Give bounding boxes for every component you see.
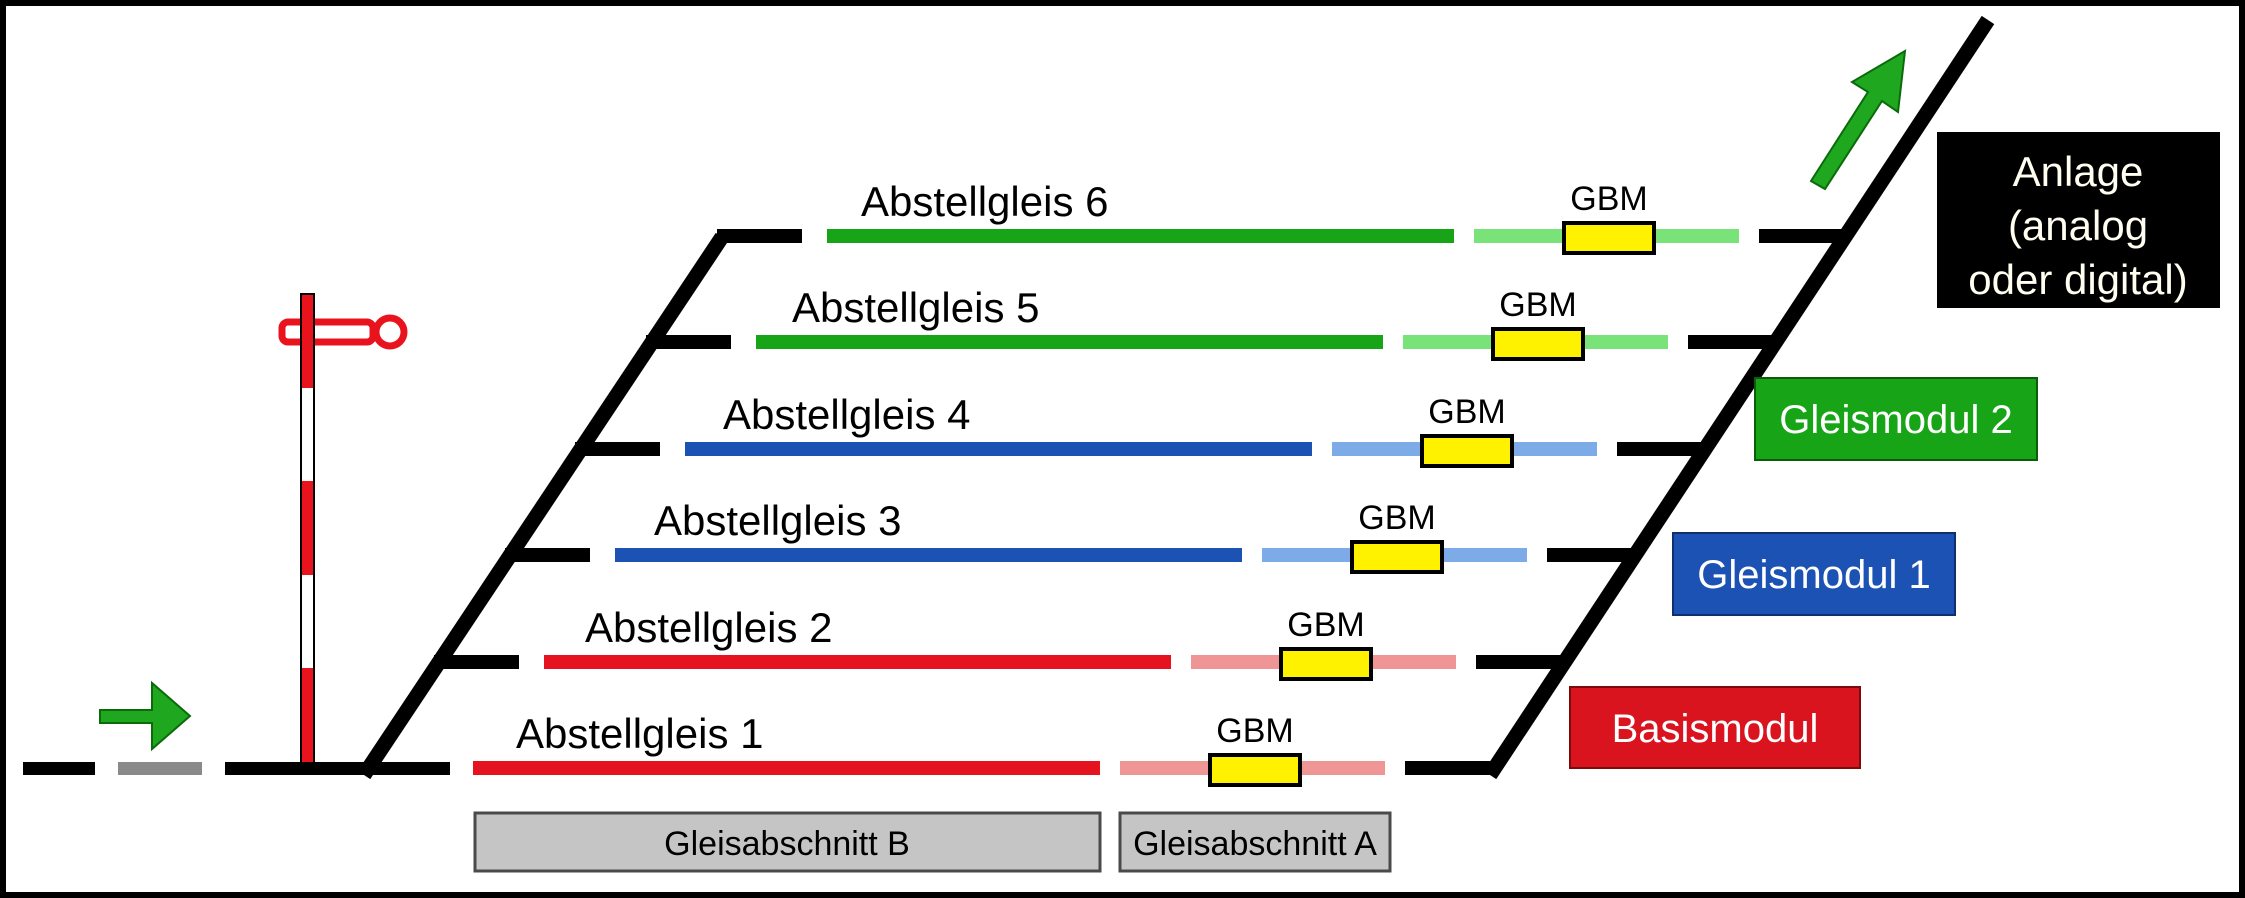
signal-arm: [278, 318, 377, 346]
track-abstellgleis-3: GBM Abstellgleis 3: [505, 497, 1632, 574]
gbm-box: [1491, 327, 1585, 361]
track-main-segment: [473, 761, 1100, 775]
approach-dash-gray: [118, 762, 202, 775]
gleismodul2-label: Gleismodul 2: [1779, 398, 2012, 442]
track-abstellgleis-1: GBM Abstellgleis 1: [473, 710, 1490, 787]
track-main-segment: [827, 229, 1454, 243]
signal-arm-disc: [372, 314, 408, 350]
signal-band-red-bottom: [302, 668, 313, 762]
approach-track: [225, 762, 450, 775]
section-b-label: Gleisabschnitt B: [664, 825, 910, 863]
track-right-stub: [1547, 548, 1632, 562]
track-main-segment: [615, 548, 1242, 562]
basismodul-box: [1569, 686, 1861, 769]
anlage-box: [1937, 132, 2220, 308]
track-right-stub: [1476, 655, 1561, 669]
gbm-box: [1350, 540, 1444, 574]
track-left-stub: [717, 229, 802, 243]
gbm-box: [1208, 753, 1302, 787]
track-label: Abstellgleis 3: [654, 497, 901, 544]
gbm-box: [1420, 434, 1514, 468]
track-label: Abstellgleis 1: [516, 710, 763, 757]
track-left-stub: [575, 442, 660, 456]
track-left-stub: [505, 548, 590, 562]
gbm-box: [1562, 221, 1656, 255]
anlage-label-line3: oder digital): [1968, 256, 2187, 303]
gbm-label: GBM: [1428, 393, 1505, 431]
track-abstellgleis-2: GBM Abstellgleis 2: [434, 604, 1561, 681]
gbm-label: GBM: [1287, 606, 1364, 644]
track-abstellgleis-5: GBM Abstellgleis 5: [646, 284, 1773, 361]
track-main-segment: [544, 655, 1171, 669]
section-a-box: [1118, 811, 1392, 873]
gleismodul2-legend: Gleismodul 2: [1754, 377, 2038, 461]
track-right-stub: [1617, 442, 1702, 456]
anlage-label-line1: Anlage: [2013, 148, 2144, 195]
track-main-segment: [685, 442, 1312, 456]
track-left-stub: [646, 335, 731, 349]
gbm-box: [1279, 647, 1373, 681]
entry-arrow-icon: [99, 680, 192, 752]
section-b-box: [473, 811, 1102, 873]
basismodul-legend: Basismodul: [1569, 686, 1861, 769]
track-label: Abstellgleis 4: [723, 391, 970, 438]
track-right-stub: [1405, 761, 1490, 775]
signal-band-red-top: [302, 295, 313, 388]
approach-dash-black: [23, 762, 95, 775]
ladder-diagonal-left: [357, 232, 729, 780]
gleisabschnitt-b: Gleisabschnitt B: [473, 811, 1102, 873]
gleismodul1-legend: Gleismodul 1: [1672, 532, 1956, 616]
anlage-label-line2: (analog: [2008, 202, 2148, 249]
track-main-segment: [756, 335, 1383, 349]
track-label: Abstellgleis 2: [585, 604, 832, 651]
exit-arrow-icon: [1809, 49, 1907, 191]
track-label: Abstellgleis 5: [792, 284, 1039, 331]
gleismodul2-box: [1754, 377, 2038, 461]
track-label: Abstellgleis 6: [861, 178, 1108, 225]
track-abstellgleis-4: GBM Abstellgleis 4: [575, 391, 1702, 468]
track-abstellgleis-6: GBM Abstellgleis 6: [717, 178, 1844, 255]
track-right-stub: [1759, 229, 1844, 243]
gbm-label: GBM: [1499, 286, 1576, 324]
gbm-label: GBM: [1216, 712, 1293, 750]
section-a-label: Gleisabschnitt A: [1133, 825, 1377, 863]
semaphore-signal: [278, 293, 408, 764]
gleisabschnitt-a: Gleisabschnitt A: [1118, 811, 1392, 873]
gbm-label: GBM: [1570, 180, 1647, 218]
signal-band-red-middle: [302, 481, 313, 575]
track-left-stub: [434, 655, 519, 669]
basismodul-label: Basismodul: [1612, 707, 1819, 751]
ladder-diagonal-right: [1483, 15, 1995, 780]
anlage-legend: Anlage (analog oder digital): [1937, 132, 2220, 308]
gleismodul1-label: Gleismodul 1: [1697, 553, 1930, 597]
gbm-label: GBM: [1358, 499, 1435, 537]
track-right-stub: [1688, 335, 1773, 349]
gleismodul1-box: [1672, 532, 1956, 616]
